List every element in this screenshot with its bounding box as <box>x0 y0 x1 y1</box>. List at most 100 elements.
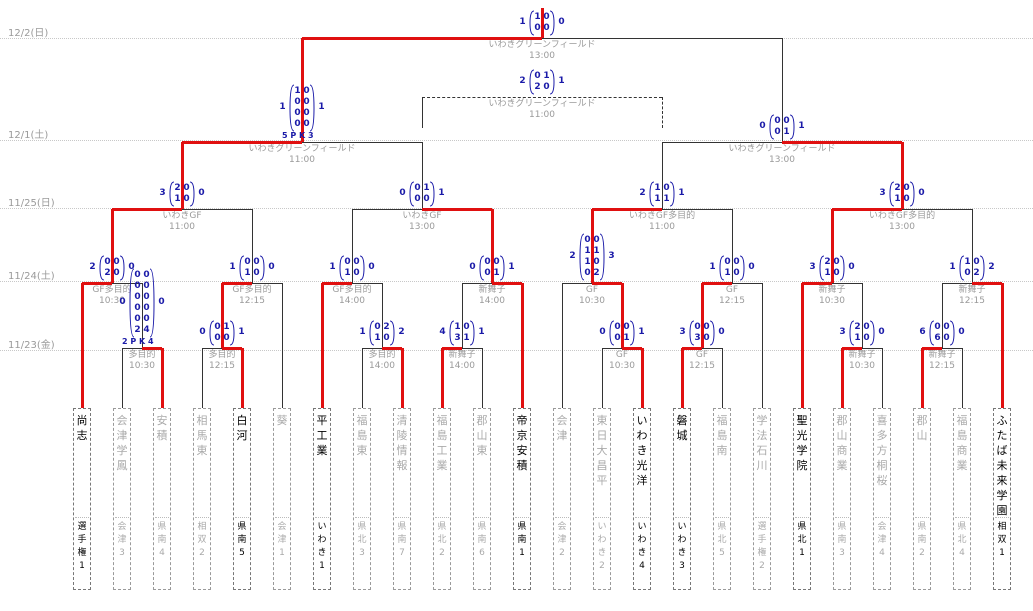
score-left: 0 <box>534 23 541 33</box>
bracket-line <box>732 209 733 283</box>
score-total-right: 0 <box>558 17 565 27</box>
bracket-line <box>902 209 972 210</box>
score-right: 0 <box>113 257 120 267</box>
venue: いわきGF <box>162 211 202 221</box>
score-left: 0 <box>774 116 781 126</box>
score-left: 0 <box>134 270 141 280</box>
bracket-line <box>462 348 482 349</box>
score-total-left: 0 <box>599 327 606 337</box>
bracket-line <box>241 348 244 408</box>
score-left: 1 <box>534 12 541 22</box>
team-divider <box>475 517 489 518</box>
team-divider <box>675 517 689 518</box>
score-left: 0 <box>414 183 421 193</box>
score-right: 0 <box>253 257 260 267</box>
score-right: 0 <box>223 333 230 343</box>
score-right: 0 <box>833 268 840 278</box>
team-name: 福島工業 <box>436 414 448 472</box>
bracket-line <box>362 348 382 349</box>
score-total-left: 0 <box>469 262 476 272</box>
score-total-right: 1 <box>508 262 515 272</box>
score-right: 1 <box>463 333 470 343</box>
venue: 新舞子 <box>928 350 956 360</box>
score-total-right: 0 <box>158 297 165 307</box>
score-left: 2 <box>174 183 181 193</box>
bracket-line <box>762 283 763 408</box>
team-name: 郡山東 <box>476 414 488 457</box>
bracket-line <box>181 142 184 209</box>
score-right: 1 <box>593 246 600 256</box>
bracket-line <box>182 141 302 144</box>
score-left: 1 <box>374 333 381 343</box>
kickoff-time: 14:00 <box>339 296 365 306</box>
score-total-left: 1 <box>519 17 526 27</box>
bracket-line <box>122 348 123 408</box>
team-name: 会津学鳳 <box>116 414 128 472</box>
bracket-line <box>521 283 524 408</box>
bracket-line <box>401 348 404 408</box>
date-divider <box>0 208 1033 209</box>
score-left: 0 <box>584 268 591 278</box>
venue: GF <box>585 285 599 295</box>
bracket-line <box>832 283 862 284</box>
score-left: 2 <box>134 325 141 335</box>
score-right: 0 <box>703 333 710 343</box>
bracket-line <box>592 282 622 285</box>
bracket-line <box>942 283 943 348</box>
kickoff-time: 10:30 <box>849 361 875 371</box>
score-right: 0 <box>493 257 500 267</box>
bracket-line <box>921 348 924 408</box>
score-left: 1 <box>294 86 301 96</box>
team-name: 葵 <box>276 414 288 427</box>
bracket-line <box>422 208 492 211</box>
score-right: 1 <box>663 194 670 204</box>
bracket-line <box>422 142 423 209</box>
kickoff-time: 14:00 <box>369 361 395 371</box>
score-left: 3 <box>694 333 701 343</box>
kickoff-time: 14:00 <box>479 296 505 306</box>
kickoff-time: 12:15 <box>719 296 745 306</box>
score-total-left: 1 <box>949 262 956 272</box>
score-right: 2 <box>383 322 390 332</box>
score-left: 0 <box>934 322 941 332</box>
score-right: 0 <box>463 322 470 332</box>
score-total-left: 3 <box>159 188 166 198</box>
score-right: 0 <box>423 194 430 204</box>
team-name: 会津 <box>556 414 568 442</box>
score-right: 0 <box>663 183 670 193</box>
bracket-line <box>302 37 542 40</box>
